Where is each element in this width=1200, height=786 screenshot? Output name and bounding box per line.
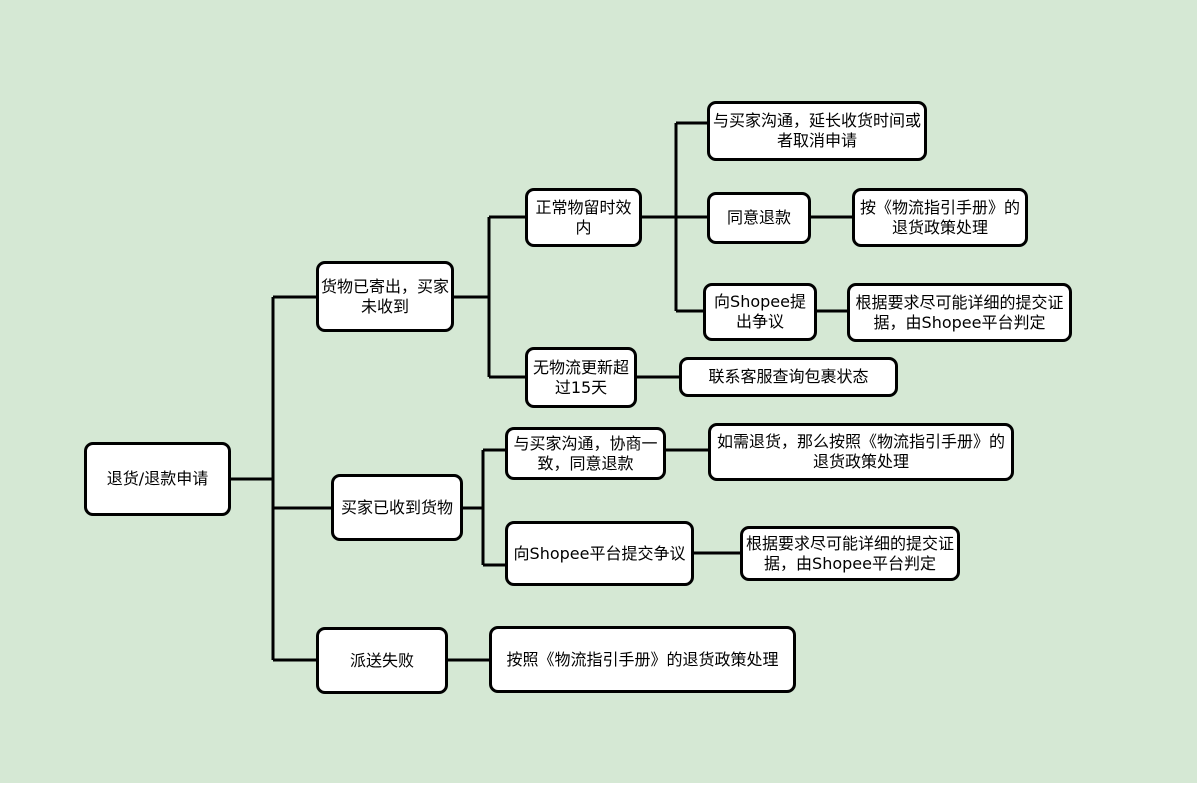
node-agree-refund: 同意退款 [707, 192, 811, 244]
node-return-refund-request: 退货/退款申请 [84, 442, 231, 516]
node-return-policy: 如需退货，那么按照《物流指引手册》的退货政策处理 [708, 423, 1014, 481]
connector-root [230, 295, 331, 662]
node-raise-dispute: 向Shopee提出争议 [703, 283, 817, 341]
connector-received [462, 448, 505, 567]
node-within-logistics-time: 正常物留时效内 [525, 188, 642, 247]
node-delivery-failed: 派送失败 [316, 627, 448, 694]
connector-shipped [453, 215, 525, 379]
node-contact-customer-service: 联系客服查询包裹状态 [679, 357, 898, 397]
node-failed-return-policy: 按照《物流指引手册》的退货政策处理 [489, 626, 796, 693]
node-agree-refund-policy: 按《物流指引手册》的退货政策处理 [852, 188, 1028, 247]
node-negotiate-agree-refund: 与买家沟通，协商一致，同意退款 [505, 427, 666, 480]
node-submit-evidence-2: 根据要求尽可能详细的提交证据，由Shopee平台判定 [740, 526, 960, 581]
node-negotiate-extend: 与买家沟通，延长收货时间或者取消申请 [707, 101, 927, 161]
node-buyer-received-goods: 买家已收到货物 [331, 474, 463, 541]
node-submit-evidence-1: 根据要求尽可能详细的提交证据，由Shopee平台判定 [847, 283, 1072, 342]
node-submit-dispute: 向Shopee平台提交争议 [505, 521, 694, 586]
node-no-logistics-update: 无物流更新超过15天 [525, 347, 637, 408]
node-goods-shipped-not-received: 货物已寄出，买家未收到 [316, 261, 454, 332]
connector-within [641, 121, 707, 313]
